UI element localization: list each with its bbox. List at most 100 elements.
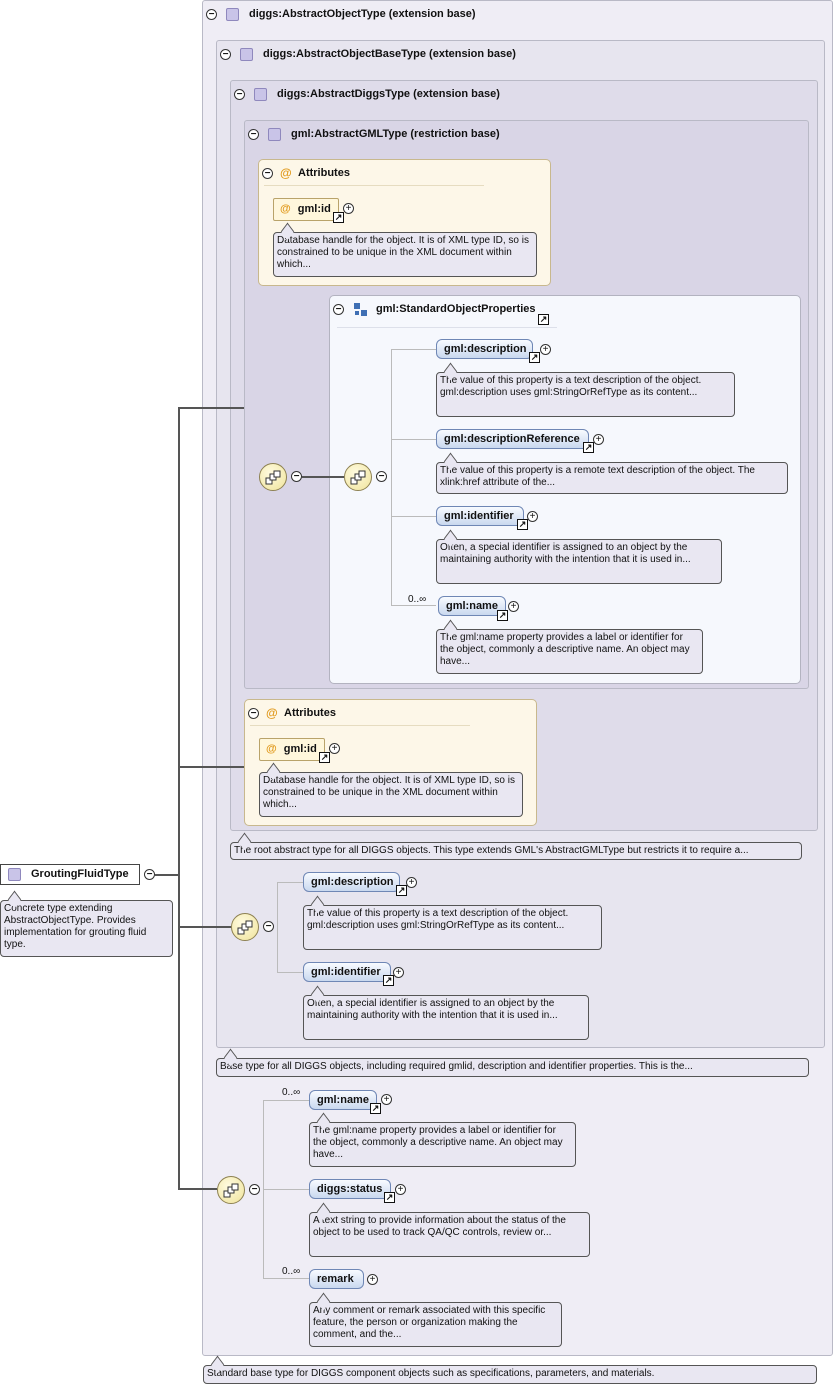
collapse-sequence[interactable]: − xyxy=(263,921,274,932)
gml-identifier-doc: Often, a special identifier is assigned … xyxy=(436,539,722,584)
collapse-standard-object-properties[interactable]: − xyxy=(333,304,344,315)
complex-type-icon xyxy=(254,88,267,101)
tree-line xyxy=(391,349,436,350)
ref-arrow-icon[interactable]: ↗ xyxy=(583,442,594,453)
divider xyxy=(264,185,484,186)
connector-line xyxy=(178,926,231,928)
ref-arrow-icon[interactable]: ↗ xyxy=(529,352,540,363)
remark-doc: Any comment or remark associated with th… xyxy=(309,1302,562,1347)
grouting-fluid-type-element[interactable]: GroutingFluidType xyxy=(0,864,140,885)
remark-element[interactable]: remark xyxy=(309,1269,364,1289)
abstract-object-type-title: diggs:AbstractObjectType (extension base… xyxy=(249,8,476,20)
collapse-sequence[interactable]: − xyxy=(376,471,387,482)
expand-gml-description-reference[interactable]: + xyxy=(593,434,604,445)
collapse-sequence[interactable]: − xyxy=(291,471,302,482)
gml-id-attribute[interactable]: @ gml:id xyxy=(273,198,339,221)
gml-description-reference-doc: The value of this property is a remote t… xyxy=(436,462,788,494)
grouting-fluid-type-doc: Concrete type extending AbstractObjectTy… xyxy=(0,900,173,957)
collapse-root[interactable]: − xyxy=(144,869,155,880)
attribute-icon: @ xyxy=(266,706,278,720)
diggs-gml-id-attribute[interactable]: @ gml:id xyxy=(259,738,325,761)
diggs-status-doc: A text string to provide information abo… xyxy=(309,1212,590,1257)
tree-line xyxy=(391,605,436,606)
object-gml-name-element[interactable]: gml:name xyxy=(309,1090,377,1110)
expand-remark[interactable]: + xyxy=(367,1274,378,1285)
collapse-gml-attributes[interactable]: − xyxy=(262,168,273,179)
sequence-compositor[interactable] xyxy=(259,463,287,491)
ref-arrow-icon[interactable]: ↗ xyxy=(396,885,407,896)
ref-arrow-icon[interactable]: ↗ xyxy=(370,1103,381,1114)
complex-type-icon xyxy=(8,868,21,881)
collapse-abstract-gml-type[interactable]: − xyxy=(248,129,259,140)
gml-id-doc: Database handle for the object. It is of… xyxy=(273,232,537,277)
connector-line xyxy=(178,407,180,1189)
tree-line xyxy=(263,1278,309,1279)
tree-line xyxy=(391,439,436,440)
ref-arrow-icon[interactable]: ↗ xyxy=(497,610,508,621)
collapse-sequence[interactable]: − xyxy=(249,1184,260,1195)
gml-description-reference-element[interactable]: gml:descriptionReference xyxy=(436,429,589,449)
ref-arrow-icon[interactable]: ↗ xyxy=(384,1192,395,1203)
object-gml-name-doc: The gml:name property provides a label o… xyxy=(309,1122,576,1167)
tree-line xyxy=(263,1100,309,1101)
complex-type-icon xyxy=(240,48,253,61)
abstract-gml-type-title: gml:AbstractGMLType (restriction base) xyxy=(291,128,500,140)
tree-line xyxy=(277,882,303,883)
connector-line xyxy=(178,766,244,768)
connector-line xyxy=(155,874,180,876)
collapse-abstract-diggs-type[interactable]: − xyxy=(234,89,245,100)
diggs-gml-id-doc: Database handle for the object. It is of… xyxy=(259,772,523,817)
base-gml-identifier-element[interactable]: gml:identifier xyxy=(303,962,391,982)
ref-arrow-icon[interactable]: ↗ xyxy=(383,975,394,986)
occurrence-label: 0..∞ xyxy=(282,1087,301,1098)
ref-arrow-icon[interactable]: ↗ xyxy=(333,212,344,223)
expand-base-gml-description[interactable]: + xyxy=(406,877,417,888)
sequence-compositor[interactable] xyxy=(231,913,259,941)
expand-diggs-gml-id[interactable]: + xyxy=(329,743,340,754)
gml-description-doc: The value of this property is a text des… xyxy=(436,372,735,417)
base-gml-description-doc: The value of this property is a text des… xyxy=(303,905,602,950)
ref-arrow-icon[interactable]: ↗ xyxy=(319,752,330,763)
attribute-icon: @ xyxy=(266,743,277,755)
group-icon xyxy=(354,303,368,317)
sequence-compositor[interactable] xyxy=(217,1176,245,1204)
gml-name-element[interactable]: gml:name xyxy=(438,596,506,616)
diggs-status-element[interactable]: diggs:status xyxy=(309,1179,391,1199)
tree-line xyxy=(277,972,303,973)
expand-gml-identifier[interactable]: + xyxy=(527,511,538,522)
expand-diggs-status[interactable]: + xyxy=(395,1184,406,1195)
tree-line xyxy=(391,349,392,605)
collapse-abstract-object-base-type[interactable]: − xyxy=(220,49,231,60)
abstract-object-base-type-doc: Base type for all DIGGS objects, includi… xyxy=(216,1058,809,1077)
gml-attributes-label: Attributes xyxy=(298,167,350,179)
ref-arrow-icon[interactable]: ↗ xyxy=(538,314,549,325)
expand-object-gml-name[interactable]: + xyxy=(381,1094,392,1105)
base-gml-identifier-doc: Often, a special identifier is assigned … xyxy=(303,995,589,1040)
collapse-diggs-attributes[interactable]: − xyxy=(248,708,259,719)
expand-gml-id[interactable]: + xyxy=(343,203,354,214)
occurrence-label: 0..∞ xyxy=(282,1266,301,1277)
gml-description-element[interactable]: gml:description xyxy=(436,339,533,359)
diggs-attributes-label: Attributes xyxy=(284,707,336,719)
standard-object-properties-title: gml:StandardObjectProperties xyxy=(376,303,536,315)
divider xyxy=(337,327,557,328)
base-gml-description-element[interactable]: gml:description xyxy=(303,872,400,892)
expand-base-gml-identifier[interactable]: + xyxy=(393,967,404,978)
attribute-icon: @ xyxy=(280,166,292,180)
gml-id-label: gml:id xyxy=(297,203,331,215)
expand-gml-description[interactable]: + xyxy=(540,344,551,355)
sequence-compositor[interactable] xyxy=(344,463,372,491)
ref-arrow-icon[interactable]: ↗ xyxy=(517,519,528,530)
connector-line xyxy=(178,407,244,409)
complex-type-icon xyxy=(226,8,239,21)
abstract-diggs-type-doc: The root abstract type for all DIGGS obj… xyxy=(230,842,802,860)
gml-name-doc: The gml:name property provides a label o… xyxy=(436,629,703,674)
connector-line xyxy=(178,1188,217,1190)
complex-type-icon xyxy=(268,128,281,141)
expand-gml-name[interactable]: + xyxy=(508,601,519,612)
gml-identifier-element[interactable]: gml:identifier xyxy=(436,506,524,526)
tree-line xyxy=(391,516,436,517)
attribute-icon: @ xyxy=(280,203,291,215)
connector-line xyxy=(302,476,344,478)
collapse-abstract-object-type[interactable]: − xyxy=(206,9,217,20)
